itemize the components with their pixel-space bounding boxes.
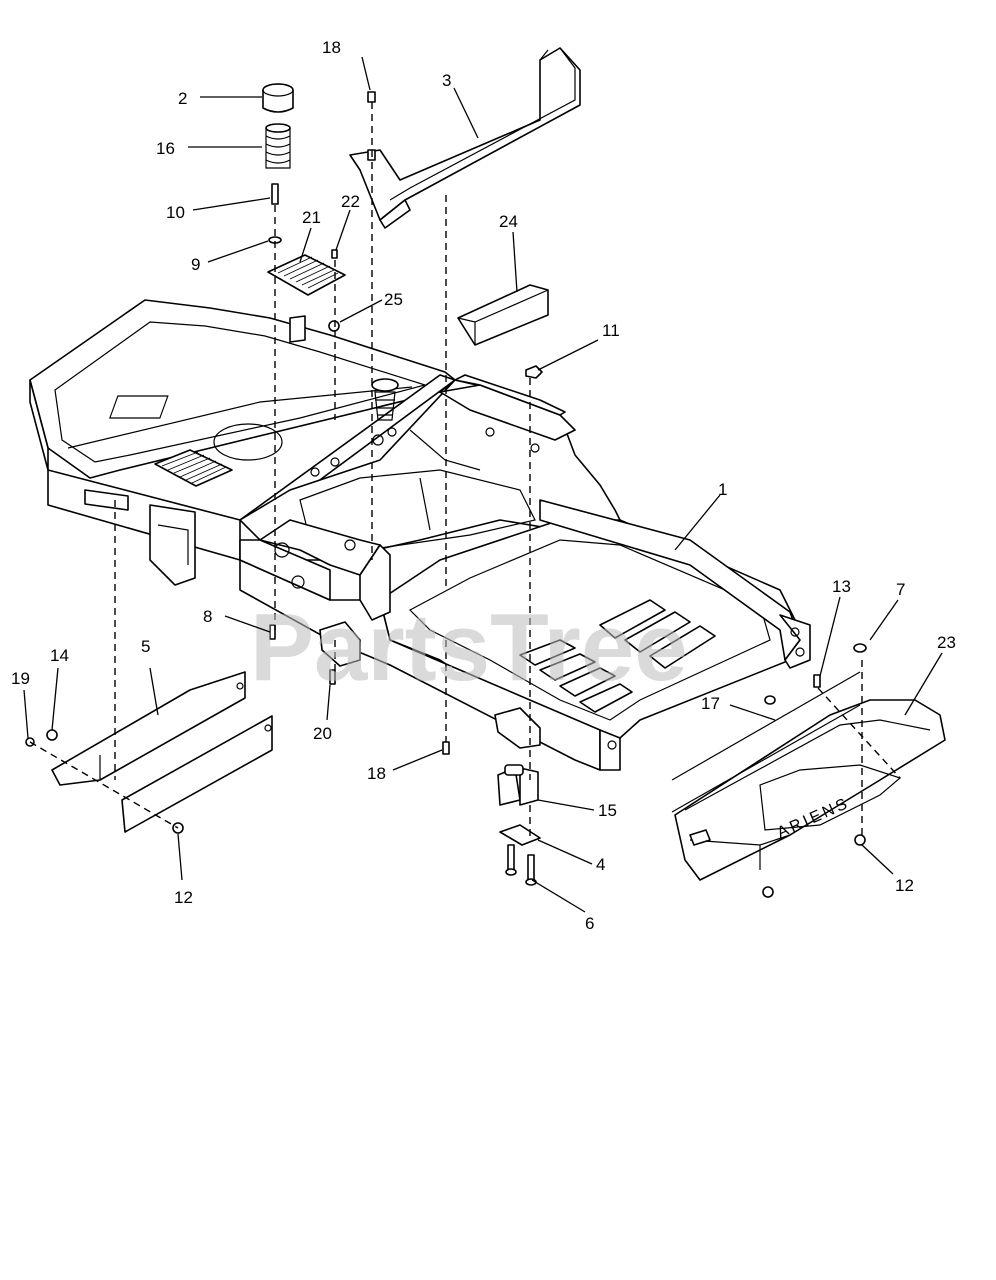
callout-25: 25 [384,290,403,309]
footrest-grille [154,449,233,487]
assembly-lines [29,102,901,840]
fasteners [25,91,543,834]
hitch-plate [499,824,541,846]
callout-21: 21 [302,208,321,227]
hitch-bracket [497,764,539,806]
bumper-cap [262,83,294,113]
pin [271,183,279,205]
callout-12-left: 12 [174,888,193,907]
callout-13: 13 [832,577,851,596]
hood-seal-strip [671,671,861,813]
callout-14: 14 [50,646,69,665]
left-side-panel [51,671,273,833]
bumper-spring [265,123,291,169]
hood-fasteners [689,643,867,898]
callout-12-right: 12 [895,876,914,895]
callout-20: 20 [313,724,332,743]
callout-6: 6 [585,914,594,933]
callout-5: 5 [141,637,150,656]
callout-11: 11 [602,321,620,340]
rear-hood: ARIENS [674,699,946,881]
callout-18-top: 18 [322,38,341,57]
spacer-angle [457,284,549,346]
callout-15: 15 [598,801,617,820]
callout-19: 19 [11,669,30,688]
seat-grille [267,254,346,296]
callout-18-bottom: 18 [367,764,386,783]
callout-3: 3 [442,71,451,90]
hitch-bolts [505,844,537,886]
frame-holes [274,427,805,750]
watermark: PartsTree [250,594,688,701]
callout-23: 23 [937,633,956,652]
callout-22: 22 [341,192,360,211]
seat-bracket [349,47,581,229]
callout-24: 24 [499,212,518,231]
callout-7: 7 [896,580,905,599]
tub-ribs [519,599,716,713]
callout-9: 9 [191,255,200,274]
callout-1: 1 [718,480,727,499]
callouts: 1 2 3 4 5 6 7 8 9 10 11 12 12 13 14 15 1… [11,38,956,933]
callout-2: 2 [178,89,187,108]
leader-lines [23,56,943,913]
main-frame [29,299,811,771]
callout-4: 4 [596,855,605,874]
callout-8: 8 [203,607,212,626]
callout-10: 10 [166,203,185,222]
callout-17: 17 [701,694,720,713]
callout-16: 16 [156,139,175,158]
